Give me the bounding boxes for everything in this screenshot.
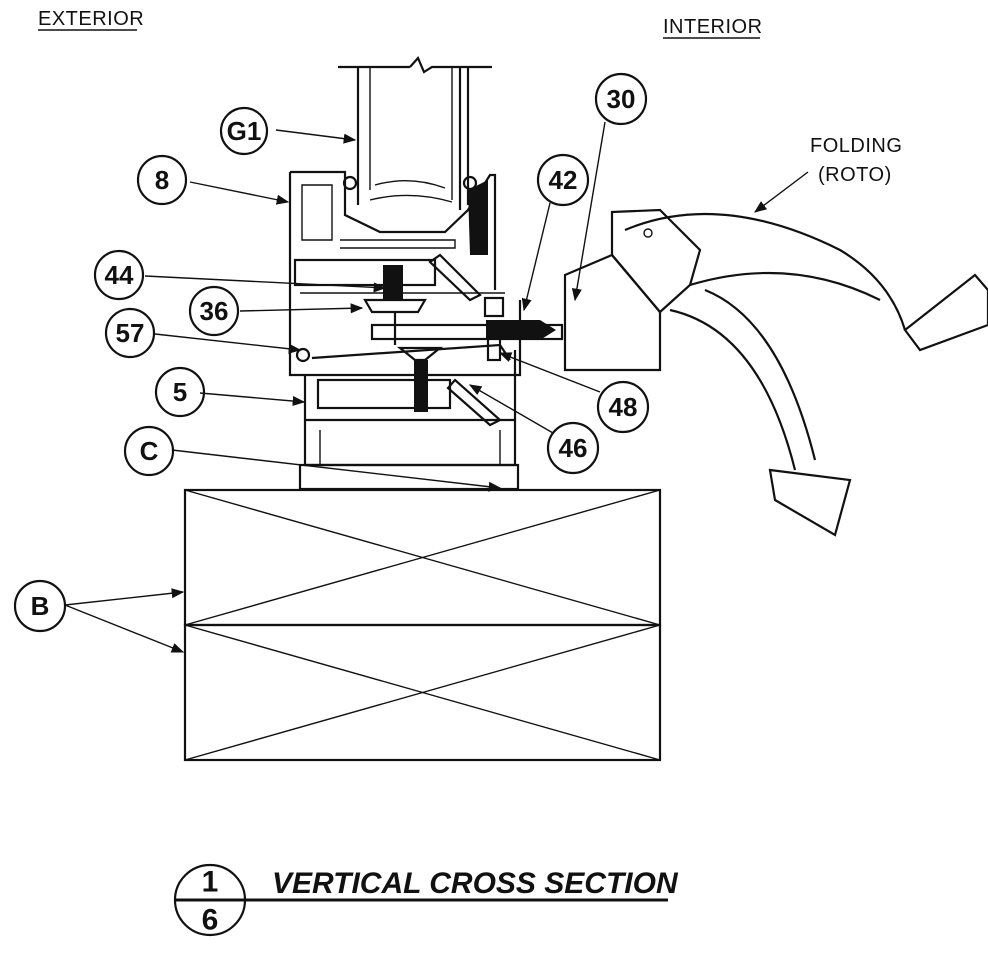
detail-number: 1: [202, 866, 219, 899]
sash-hardware: [295, 265, 564, 363]
callout-46: 46: [546, 421, 600, 475]
glass-unit: [338, 55, 492, 210]
svg-text:46: 46: [559, 433, 588, 463]
svg-text:36: 36: [200, 296, 229, 326]
callout-42: 42: [536, 153, 590, 207]
callout-b: B: [13, 579, 67, 633]
callout-8: 8: [136, 154, 188, 206]
svg-text:C: C: [140, 436, 159, 466]
hardware-label-line2: (ROTO): [818, 164, 892, 186]
svg-text:B: B: [31, 591, 50, 621]
callout-5: 5: [154, 366, 206, 418]
svg-text:42: 42: [549, 165, 578, 195]
sash-frame: [288, 170, 522, 377]
exterior-label: EXTERIOR: [38, 8, 144, 30]
callout-36: 36: [188, 285, 240, 337]
sheet-number: 6: [202, 904, 219, 937]
wood-blocking: [183, 488, 662, 762]
svg-text:30: 30: [607, 84, 636, 114]
callout-57: 57: [104, 307, 156, 359]
drawing-title: VERTICAL CROSS SECTION: [272, 867, 679, 900]
svg-text:44: 44: [105, 260, 134, 290]
folding-handle: [563, 208, 988, 537]
callout-30: 30: [594, 72, 648, 126]
interior-label: INTERIOR: [663, 16, 763, 38]
svg-text:G1: G1: [227, 116, 262, 146]
leader-lines: [64, 121, 809, 653]
svg-text:5: 5: [173, 377, 187, 407]
hardware-label-line1: FOLDING: [810, 135, 902, 157]
title-block: 1 6 VERTICAL CROSS SECTION: [173, 863, 679, 937]
callout-g1: G1: [219, 106, 269, 156]
callout-c: C: [123, 425, 175, 477]
main-frame: [303, 336, 517, 467]
callout-44: 44: [93, 249, 145, 301]
svg-text:57: 57: [116, 318, 145, 348]
svg-text:48: 48: [609, 392, 638, 422]
callout-48: 48: [596, 380, 650, 434]
svg-text:8: 8: [155, 165, 169, 195]
